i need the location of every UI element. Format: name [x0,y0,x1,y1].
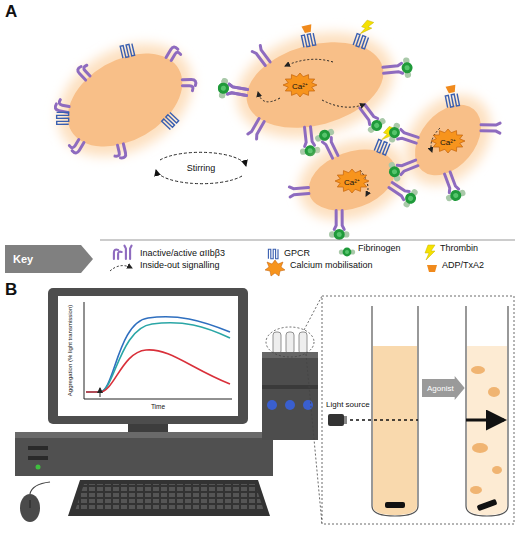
legend-text: Thrombin [440,243,478,253]
node-text: Agonist [427,384,454,393]
node-text: Ca²⁺ [292,80,308,91]
motion-label: Stirring [185,163,218,173]
axis-title: Aggregation (% light transmission) [68,304,75,395]
node-text: Ca²⁺ [440,136,456,147]
calcium-burst: Ca²⁺ [283,73,317,97]
panel-letter: A [5,2,17,22]
axis-title: Time [151,403,165,410]
legend-text: GPCR [284,248,310,258]
node-text: Ca²⁺ [344,176,360,187]
panel-letter: B [5,280,17,300]
calcium-burst: Ca²⁺ [431,129,465,153]
legend-text: Calcium mobilisation [290,260,373,270]
callout-label: Light source [326,400,370,409]
legend-text: Inactive/active αIIbβ3 [140,248,225,258]
agonist-arrow: Agonist [422,376,465,400]
legend-text: Inside-out signalling [140,260,220,270]
legend-text: Fibrinogen [358,243,401,253]
key-tag: Key [5,245,93,273]
calcium-burst: Ca²⁺ [335,169,369,193]
node-text: Key [13,253,33,265]
legend-text: ADP/TxA2 [442,260,484,270]
